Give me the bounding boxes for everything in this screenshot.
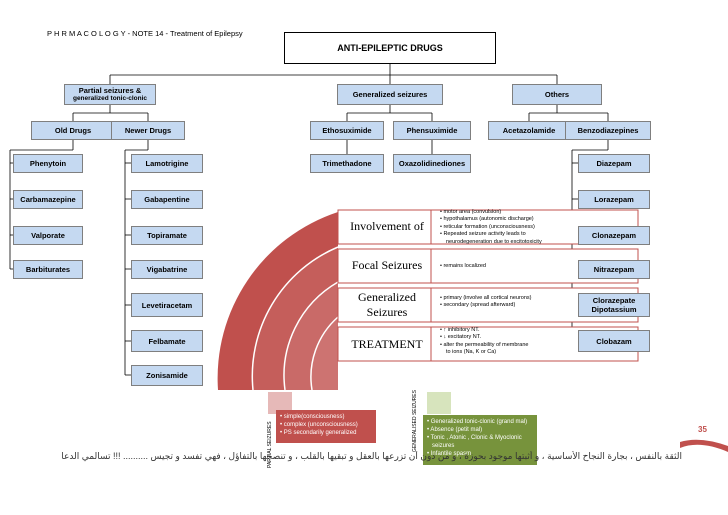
drug-label: Lamotrigine [145, 159, 189, 168]
drug-lorazepam: Lorazepam [578, 190, 650, 209]
subcat-benzodiazepines: Benzodiazepines [565, 121, 651, 140]
row-label-generalized: Generalized Seizures [358, 290, 416, 319]
page-header: P H R M A C O L O G Y - NOTE 14 - Treatm… [47, 29, 243, 38]
bullet: • primary (involve all cortical neurons) [440, 295, 532, 301]
drug-label: Gabapentine [144, 195, 190, 204]
drug-ethosuximide: Ethosuximide [310, 121, 384, 140]
row-bullets-focal: • remains localized [440, 263, 486, 270]
drug-lamotrigine: Lamotrigine [131, 154, 203, 173]
drug-phenytoin: Phenytoin [13, 154, 83, 173]
drug-barbiturates: Barbiturates [13, 260, 83, 279]
drug-label: Zonisamide [146, 371, 188, 380]
drug-nitrazepam: Nitrazepam [578, 260, 650, 279]
drug-oxazolidinediones: Oxazolidinediones [393, 154, 471, 173]
drug-trimethadone: Trimethadone [310, 154, 384, 173]
old-label: Old Drugs [54, 126, 92, 135]
drug-label: Acetazolamide [502, 126, 556, 135]
subcat-old-drugs: Old Drugs [31, 121, 115, 140]
drug-label: Diazepam [596, 159, 632, 168]
row-label-treatment: TREATMENT [351, 337, 423, 351]
bullet: • ↑ inhibitory NT. [440, 327, 480, 333]
category-others: Others [512, 84, 602, 105]
legend-item: • complex (unconsciousness) [280, 422, 358, 429]
drug-label: Clobazam [596, 336, 632, 346]
row-label-involvement: Involvement of [350, 219, 424, 233]
drug-felbamate: Felbamate [131, 330, 203, 352]
partial-legend-box: • simple(consciousness) • complex (uncon… [276, 410, 376, 443]
bullet: • alter the permeability of membrane [440, 341, 529, 348]
drug-label: Trimethadone [322, 159, 372, 168]
bullet: • Repeated seizure activity leads to [440, 231, 526, 238]
drug-label: Oxazolidinediones [398, 159, 466, 168]
newer-label: Newer Drugs [124, 126, 172, 135]
bullet: • hypothalamus (autonomic discharge) [440, 216, 534, 223]
drug-levetiracetam: Levetiracetam [131, 293, 203, 317]
legend-item: • Tonic , Atonic , Clonic & Myoclonic [427, 435, 522, 442]
legend-item: seizures [432, 443, 455, 450]
drug-zonisamide: Zonisamide [131, 365, 203, 386]
row-label-focal: Focal Seizures [351, 258, 423, 272]
partial-swatch [268, 392, 292, 414]
category-generalized: Generalized seizures [337, 84, 443, 105]
drug-topiramate: Topiramate [131, 226, 203, 245]
drug-label: Topiramate [147, 231, 187, 240]
partial-sublabel: generalized tonic-clonic [72, 95, 148, 103]
drug-acetazolamide: Acetazolamide [488, 121, 570, 140]
legend-item: • Infantile spasm [427, 451, 472, 458]
drug-label: Carbamazepine [20, 195, 76, 204]
generalized-label: Generalized seizures [352, 90, 428, 99]
row-bullets-treatment: • ↑ inhibitory NT. • ↓ excitatory NT. • … [440, 327, 528, 357]
drug-label: Clorazepate Dipotassium [591, 296, 637, 314]
generalized-legend-label: GENERALISED SEIZURES [412, 390, 418, 452]
legend-item: • Absence (petit mal) [427, 427, 483, 434]
subcat-newer-drugs: Newer Drugs [111, 121, 185, 140]
bullet: to ions (Na, K or Ca) [446, 349, 497, 356]
legend-item: • simple(consciousness) [280, 414, 345, 420]
footer-quote: الثقة بالنفس ، بجارة النجاح الأساسية ، و… [61, 451, 682, 461]
drug-clonazepam: Clonazepam [578, 226, 650, 245]
root-label: ANTI-EPILEPTIC DRUGS [337, 42, 443, 53]
drug-label: Nitrazepam [593, 265, 635, 274]
bullet: • reticular formation (unconsciousness) [440, 223, 535, 230]
drug-clobazam: Clobazam [578, 330, 650, 352]
drug-label: Levetiracetam [141, 300, 193, 310]
row-bullets-involvement: • motor area (convulsion) • hypothalamus… [440, 209, 542, 246]
drug-label: Clonazepam [591, 231, 637, 240]
drug-label: Felbamate [148, 336, 186, 346]
drug-gabapentine: Gabapentine [131, 190, 203, 209]
generalized-legend-box: • Generalized tonic-clonic (grand mal) •… [423, 415, 537, 465]
drug-diazepam: Diazepam [578, 154, 650, 173]
legend-item: • Generalized tonic-clonic (grand mal) [427, 419, 528, 425]
drug-phensuximide: Phensuximide [393, 121, 471, 140]
drug-valporate: Valporate [13, 226, 83, 245]
drug-label: Ethosuximide [322, 126, 372, 135]
drug-clorazepate: Clorazepate Dipotassium [578, 293, 650, 317]
root-node: ANTI-EPILEPTIC DRUGS [284, 32, 496, 64]
drug-label: Lorazepam [594, 195, 634, 204]
drug-label: Phenytoin [29, 159, 67, 168]
drug-label: Vigabatrine [146, 265, 188, 274]
drug-label: Barbiturates [25, 265, 71, 274]
row-bullets-generalized: • primary (involve all cortical neurons)… [440, 295, 531, 310]
bullet: neurodegeneration due to excitotoxicity [446, 238, 542, 245]
others-label: Others [544, 90, 570, 99]
bullet: • ↓ excitatory NT. [440, 334, 482, 341]
page-number: 35 [698, 425, 707, 434]
bullet: • remains localized [440, 263, 486, 269]
page-tab [680, 439, 728, 452]
bullet: • secondary (spread afterward) [440, 302, 516, 309]
drug-vigabatrine: Vigabatrine [131, 260, 203, 279]
drug-carbamazepine: Carbamazepine [13, 190, 83, 209]
drug-label: Phensuximide [406, 126, 458, 135]
category-partial: Partial seizures & generalized tonic-clo… [64, 84, 156, 105]
benzo-label: Benzodiazepines [577, 126, 639, 135]
bullet: • motor area (convulsion) [440, 209, 502, 215]
drug-label: Valporate [31, 231, 65, 240]
generalized-swatch [427, 392, 451, 414]
partial-label: Partial seizures & [78, 86, 142, 96]
legend-item: • PS secondarily generalized [280, 430, 357, 437]
